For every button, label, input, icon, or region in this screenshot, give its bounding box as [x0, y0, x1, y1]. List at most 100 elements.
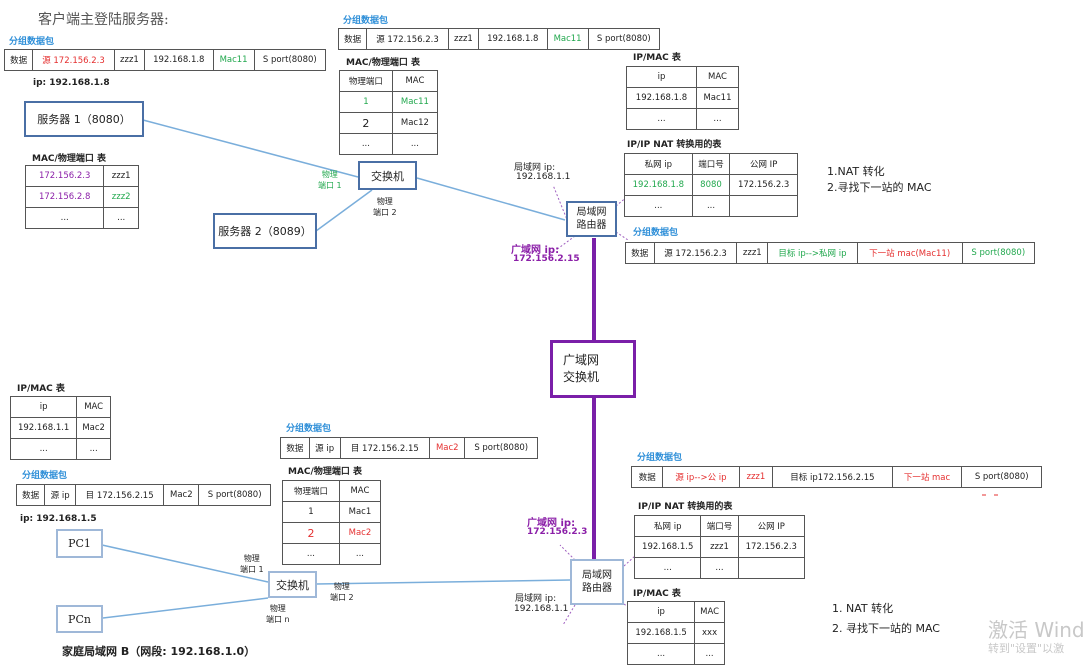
- table-cell: Mac2: [76, 417, 111, 439]
- pc1-node[interactable]: PC1: [56, 529, 103, 558]
- packet-cell: 数据: [630, 466, 664, 488]
- table-cell: 192.168.1.5: [626, 622, 696, 644]
- mac-table-title: MAC/物理端口 表: [32, 154, 106, 164]
- packet-cell: 源 ip: [308, 437, 341, 459]
- port-label: 物理 端口 2: [373, 197, 397, 217]
- packet-cell: zzz1: [447, 28, 480, 50]
- server-1-node[interactable]: 服务器 1（8080）: [24, 101, 144, 137]
- table-cell: ip: [9, 396, 78, 418]
- note-line: 1. NAT 转化: [832, 602, 894, 615]
- table-cell: 2: [339, 112, 393, 134]
- packet-table: 数据 源 ip 目 172.156.2.15 Mac2 S port(8080): [280, 437, 538, 459]
- packet-title: 分组数据包: [637, 453, 683, 463]
- table-cell: ...: [626, 643, 696, 665]
- link-server2-switch: [315, 189, 373, 232]
- table-cell: MAC: [391, 70, 439, 92]
- packet-cell: zzz1: [113, 49, 146, 71]
- packet-title: 分组数据包: [22, 471, 68, 481]
- packet-cell: 数据: [280, 437, 310, 459]
- lan-ip-label: 局域网 ip:: [515, 594, 557, 604]
- table-cell: 端口号: [691, 153, 731, 175]
- packet-cell: 源 172.156.2.3: [32, 49, 115, 71]
- note-line: 2. 寻找下一站的 MAC: [832, 622, 940, 635]
- server-ip-label: ip: 192.168.1.8: [33, 78, 110, 88]
- table-cell: 端口号: [700, 515, 739, 537]
- packet-cell: 数据: [3, 49, 34, 71]
- table-cell: 物理端口: [282, 480, 340, 502]
- wan-ip-value: 172.156.2.15: [513, 254, 580, 264]
- packet-table: 数据 源 172.156.2.3 zzz1 192.168.1.8 Mac11 …: [3, 49, 327, 71]
- table-cell: ...: [694, 643, 725, 665]
- table-cell: 私网 ip: [633, 515, 702, 537]
- pcn-node[interactable]: PCn: [56, 605, 103, 633]
- table-cell: ...: [76, 438, 111, 460]
- table-cell: MAC: [694, 601, 725, 623]
- packet-cell: 源 ip-->公 ip: [662, 466, 740, 488]
- packet-cell: 192.168.1.8: [144, 49, 214, 71]
- table-cell: Mac1: [338, 501, 382, 523]
- port-label: 物理 端口 2: [330, 582, 354, 602]
- packet-cell: Mac2: [429, 437, 466, 459]
- packet-cell: Mac11: [212, 49, 255, 71]
- server-2-node[interactable]: 服务器 2（8089）: [213, 213, 317, 249]
- router-node[interactable]: 局域网 路由器: [566, 201, 617, 237]
- packet-cell: 目 172.156.2.15: [339, 437, 431, 459]
- packet-cell: 数据: [337, 28, 368, 50]
- packet-cell: 目标 ip172.156.2.15: [772, 466, 893, 488]
- table-cell: ...: [624, 195, 693, 217]
- nat-table-title: IP/IP NAT 转换用的表: [638, 502, 733, 512]
- table-cell: zzz2: [103, 186, 139, 208]
- packet-cell: S port(8080): [464, 437, 538, 459]
- table-cell: Mac11: [695, 87, 740, 109]
- table-cell: 192.168.1.8: [626, 87, 697, 109]
- wan-ip-value: 172.156.2.3: [527, 527, 588, 537]
- link-pc1-switch: [101, 544, 269, 583]
- table-cell: ...: [103, 207, 139, 229]
- packet-cell: zzz1: [736, 242, 769, 264]
- table-cell: ip: [626, 601, 696, 623]
- note-line: 1.NAT 转化: [827, 165, 885, 178]
- table-cell: ...: [626, 108, 697, 130]
- switch-node[interactable]: 交换机: [268, 571, 317, 598]
- table-cell: 公网 IP: [729, 153, 798, 175]
- packet-table: 数据 源 ip 目 172.156.2.15 Mac2 S port(8080): [15, 484, 271, 506]
- packet-table: 数据 源 ip-->公 ip zzz1 目标 ip172.156.2.15 下一…: [630, 466, 1042, 488]
- ip-mac-table-title: IP/MAC 表: [633, 589, 681, 599]
- router-node[interactable]: 局域网 路由器: [570, 559, 624, 605]
- table-cell: zzz1: [700, 536, 739, 558]
- packet-table: 数据 源 172.156.2.3 zzz1 192.168.1.8 Mac11 …: [337, 28, 661, 50]
- table-cell: 公网 IP: [737, 515, 805, 537]
- lan-ip-value: 192.168.1.1: [516, 172, 571, 182]
- switch-node[interactable]: 交换机: [358, 161, 417, 190]
- packet-cell: 数据: [625, 242, 655, 264]
- page-title: 客户端主登陆服务器:: [38, 12, 169, 28]
- packet-cell: 源 172.156.2.3: [653, 242, 738, 264]
- ip-mac-table-title: IP/MAC 表: [633, 53, 681, 63]
- lan-ip-label: 局域网 ip:: [514, 163, 556, 173]
- packet-cell: Mac2: [163, 484, 200, 506]
- table-cell: [729, 195, 798, 217]
- packet-cell: zzz1: [738, 466, 774, 488]
- packet-cell: 源 ip: [44, 484, 76, 506]
- wan-switch-node[interactable]: 广域网 交换机: [550, 340, 636, 398]
- link-switch-router-top: [416, 177, 566, 221]
- link-server1-switch: [142, 119, 359, 178]
- packet-cell: S port(8080): [587, 28, 661, 50]
- table-cell: ...: [339, 133, 393, 155]
- table-cell: ...: [633, 557, 702, 579]
- packet-title: 分组数据包: [633, 228, 679, 238]
- activation-watermark-sub: 转到"设置"以激: [988, 642, 1065, 655]
- table-cell: 物理端口: [339, 70, 393, 92]
- packet-cell: 目标 ip-->私网 ip: [767, 242, 858, 264]
- table-cell: 172.156.2.8: [24, 186, 105, 208]
- table-cell: MAC: [338, 480, 382, 502]
- packet-cell: 下一站 mac: [891, 466, 963, 488]
- table-cell: Mac2: [338, 522, 382, 544]
- mac-table-title: MAC/物理端口 表: [288, 467, 362, 477]
- packet-cell: S port(8080): [961, 466, 1042, 488]
